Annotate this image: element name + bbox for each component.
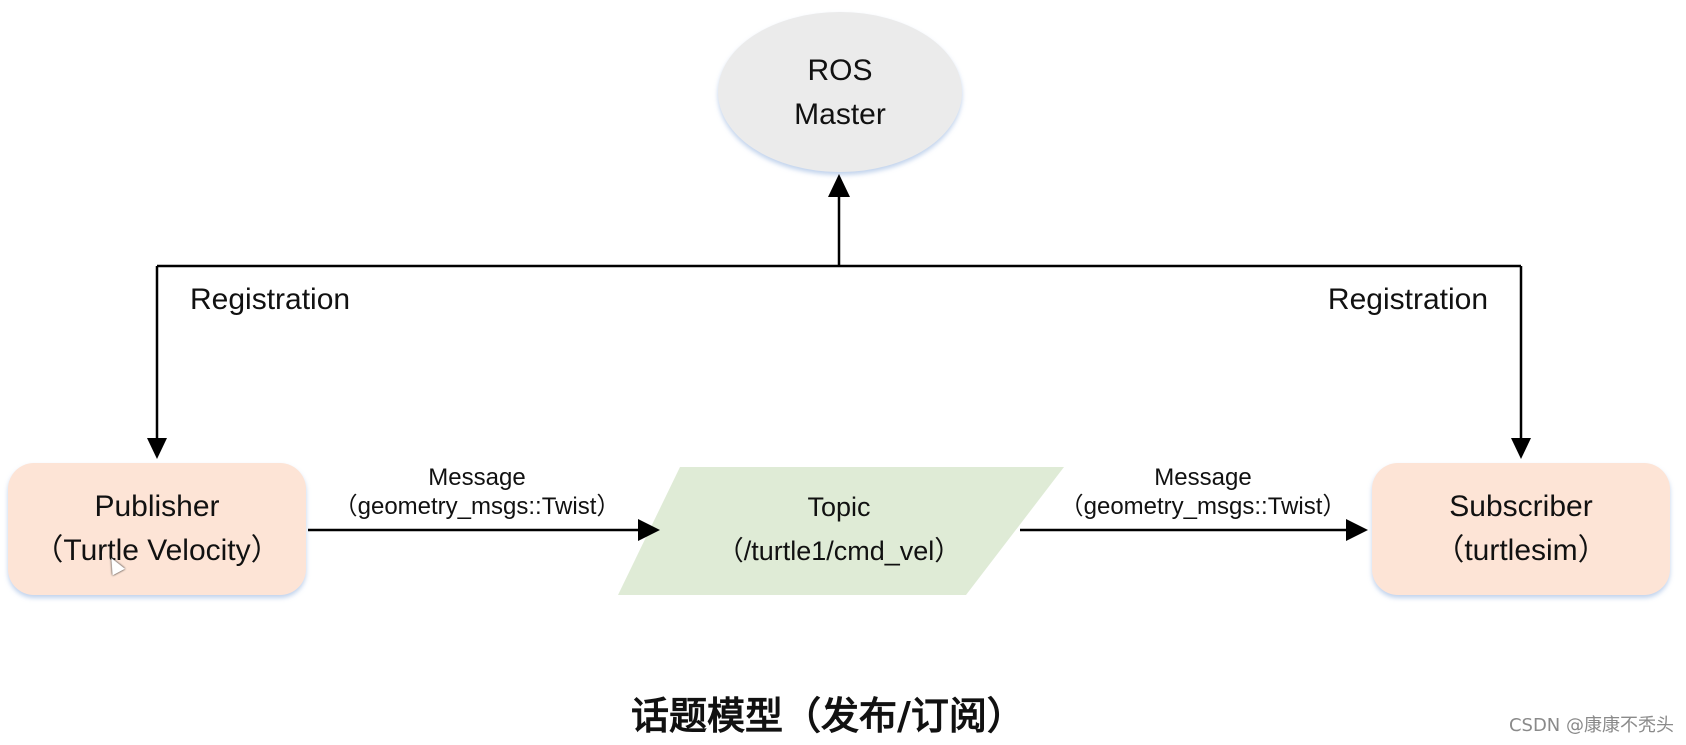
subscriber-node [1372, 463, 1670, 595]
ros-master-label-line1: ROS [807, 54, 873, 87]
arrow-to-master [828, 174, 850, 197]
message-label-left-line1: Message [428, 464, 526, 492]
publisher-label: Publisher （Turtle Velocity） [33, 485, 280, 573]
arrow-to-publisher [147, 438, 167, 459]
subscriber-label-line2: （turtlesim） [1434, 534, 1608, 567]
message-arrow-left-head [638, 519, 660, 541]
message-label-left: Message （geometry_msgs::Twist） [334, 464, 621, 522]
message-label-right-line2: （geometry_msgs::Twist） [1059, 493, 1347, 520]
ros-master-label: ROS Master [794, 49, 886, 137]
topic-label-line1: Topic [807, 492, 871, 522]
publisher-label-line2: （Turtle Velocity） [33, 534, 281, 567]
topic-label-line2: （/turtle1/cmd_vel） [716, 536, 962, 566]
publisher-label-line1: Publisher [94, 490, 220, 523]
registration-label-left: Registration [190, 283, 351, 316]
ros-master-label-line2: Master [794, 98, 886, 131]
arrow-to-subscriber [1511, 438, 1531, 459]
subscriber-label: Subscriber （turtlesim） [1434, 485, 1607, 573]
ros-master-node [718, 12, 962, 172]
message-arrow-right-head [1346, 519, 1368, 541]
subscriber-label-line1: Subscriber [1449, 490, 1593, 523]
message-label-right-line1: Message [1154, 464, 1252, 492]
publisher-node [8, 463, 306, 595]
registration-connector [155, 196, 1523, 440]
topic-label: Topic （/turtle1/cmd_vel） [717, 485, 962, 573]
watermark-text: CSDN @康康不秃头 [1508, 715, 1674, 736]
diagram-caption: 话题模型（发布/订阅） [631, 694, 1025, 739]
message-label-left-line2: （geometry_msgs::Twist） [333, 493, 621, 520]
registration-label-right: Registration [1327, 283, 1488, 316]
message-label-right: Message （geometry_msgs::Twist） [1060, 464, 1347, 522]
topic-node [618, 467, 1064, 595]
